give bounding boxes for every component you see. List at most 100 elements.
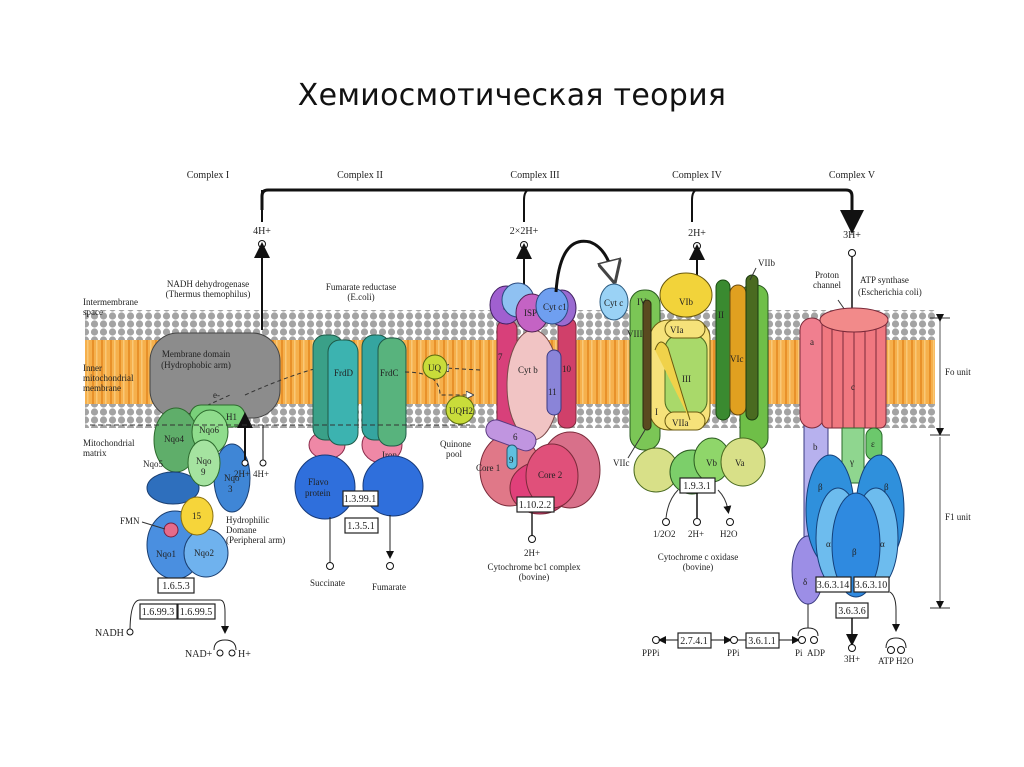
svg-text:NAD+: NAD+ (185, 649, 213, 660)
svg-text:9: 9 (509, 455, 514, 465)
svg-text:Vb: Vb (706, 458, 717, 468)
svg-text:Pi: Pi (795, 648, 803, 658)
c3-proton-out: 2×2H+ (510, 226, 539, 237)
svg-text:Flavo: Flavo (308, 477, 329, 487)
complex-iv: Vb Va III VIa VIIa I VIb II VIc VIIb IV … (613, 258, 775, 572)
svg-text:VIIb: VIIb (758, 258, 775, 268)
svg-text:(Thermus themophilus): (Thermus themophilus) (166, 289, 251, 299)
svg-text:IV: IV (637, 297, 647, 307)
c1-proton-out: 4H+ (253, 226, 271, 237)
svg-text:(bovine): (bovine) (519, 572, 550, 582)
svg-text:(Peripheral arm): (Peripheral arm) (226, 535, 285, 545)
svg-text:Membrane domain: Membrane domain (162, 349, 231, 359)
ec-1-3-5-1 (344, 517, 379, 534)
svg-text:15: 15 (192, 511, 202, 521)
svg-text:2.7.4.1: 2.7.4.1 (680, 636, 708, 647)
svg-text:ADP: ADP (807, 648, 825, 658)
svg-text:Nqo1: Nqo1 (156, 549, 176, 559)
uqh2 (445, 395, 475, 425)
svg-text:β: β (852, 547, 857, 557)
quinone-pool: UQ UQH2 Quinone pool (404, 354, 481, 459)
complex-i: NADH dehydrogenase (Thermus themophilus)… (95, 279, 351, 660)
svg-text:α: α (880, 539, 885, 549)
svg-text:ε: ε (871, 439, 875, 449)
svg-text:Quinone: Quinone (440, 439, 471, 449)
svg-text:ISP: ISP (524, 308, 537, 318)
svg-text:protein: protein (305, 488, 331, 498)
svg-text:Inner: Inner (83, 363, 102, 373)
subunit-vib (659, 272, 713, 318)
svg-text:Nqo4: Nqo4 (164, 434, 184, 444)
svg-text:membrane: membrane (83, 383, 121, 393)
complex-v-label: Complex V (829, 170, 876, 181)
svg-text:Cytochrome bc1 complex: Cytochrome bc1 complex (488, 562, 581, 572)
region-labels: Intermembrane space Inner mitochondrial … (83, 297, 138, 458)
svg-text:β: β (884, 482, 889, 492)
ec-3-6-3-14 (815, 576, 852, 593)
ec-1-6-99-3 (139, 603, 178, 620)
complex-v: Proton channel ATP synthase (Escherichia… (791, 270, 971, 666)
svg-text:VIb: VIb (679, 297, 693, 307)
c1-proton-node (258, 240, 266, 248)
svg-text:Fumarate reductase: Fumarate reductase (326, 282, 396, 292)
svg-text:NADH dehydrogenase: NADH dehydrogenase (167, 279, 249, 289)
complex-ii: Fumarate reductase (E.coli) FrdD FrdC Ir… (90, 282, 470, 592)
svg-text:Va: Va (735, 458, 745, 468)
subunit-nqo9 (187, 439, 221, 487)
subunit-vic (729, 284, 747, 416)
proton-bus (260, 188, 864, 234)
svg-text:α: α (826, 539, 831, 549)
svg-text:Nqo5: Nqo5 (143, 459, 163, 469)
complex-i-label: Complex I (187, 170, 230, 181)
svg-text:3.6.3.6: 3.6.3.6 (838, 606, 866, 617)
c4-proton-node (693, 242, 701, 250)
svg-text:Cytochrome c oxidase: Cytochrome c oxidase (658, 552, 738, 562)
svg-text:space: space (83, 307, 103, 317)
iron-protein-body (362, 455, 424, 517)
svg-text:Nqo: Nqo (224, 473, 240, 483)
svg-text:pool: pool (446, 449, 463, 459)
subunit-viia (664, 411, 706, 431)
svg-text:1.3.5.1: 1.3.5.1 (347, 521, 375, 532)
c4-proton-in: 2H+ (688, 529, 704, 539)
svg-text:Cyt c: Cyt c (604, 298, 623, 308)
svg-text:a: a (810, 337, 814, 347)
c5-proton-in: 3H+ (843, 230, 861, 241)
c1-proton-in-b: 4H+ (253, 469, 269, 479)
c3-proton-node (520, 241, 528, 249)
svg-text:c: c (851, 382, 855, 392)
svg-text:7: 7 (498, 352, 503, 362)
subunit-11 (546, 349, 562, 416)
svg-text:FrdC: FrdC (380, 368, 399, 378)
svg-text:Core 2: Core 2 (538, 470, 562, 480)
svg-text:3.6.1.1: 3.6.1.1 (748, 636, 776, 647)
subunit-15 (180, 496, 214, 536)
subunit-gamma (841, 427, 865, 484)
svg-text:Fumarate: Fumarate (372, 582, 406, 592)
svg-text:Proton: Proton (815, 270, 840, 280)
svg-text:H2O: H2O (896, 656, 914, 666)
flavo-protein (294, 454, 356, 520)
svg-text:6: 6 (513, 432, 518, 442)
svg-text:UQH2: UQH2 (449, 406, 473, 416)
ec-1-6-5-3 (157, 577, 195, 594)
subunit-va (720, 437, 766, 487)
svg-text:Nqo6: Nqo6 (199, 425, 219, 435)
complex-iii: Core 1 Core 2 10 Cyt b 11 7 6 9 8 ISP Cy… (476, 239, 629, 582)
svg-text:(Escherichia coli): (Escherichia coli) (858, 287, 922, 297)
svg-text:Core 1: Core 1 (476, 463, 500, 473)
svg-text:1.10.2.2: 1.10.2.2 (519, 500, 552, 511)
subunit-a (799, 317, 825, 429)
svg-text:Succinate: Succinate (310, 578, 345, 588)
svg-text:(bovine): (bovine) (683, 562, 714, 572)
svg-text:δ: δ (803, 577, 807, 587)
svg-text:PPi: PPi (727, 648, 740, 658)
svg-text:VIa: VIa (670, 325, 684, 335)
svg-text:Cyt c1: Cyt c1 (543, 302, 567, 312)
c5-proton-out: 3H+ (844, 654, 860, 664)
svg-text:γ: γ (849, 457, 854, 467)
subunit-via (664, 319, 706, 339)
subunit-dark-blue (146, 471, 200, 505)
fmn-cofactor (163, 522, 179, 538)
